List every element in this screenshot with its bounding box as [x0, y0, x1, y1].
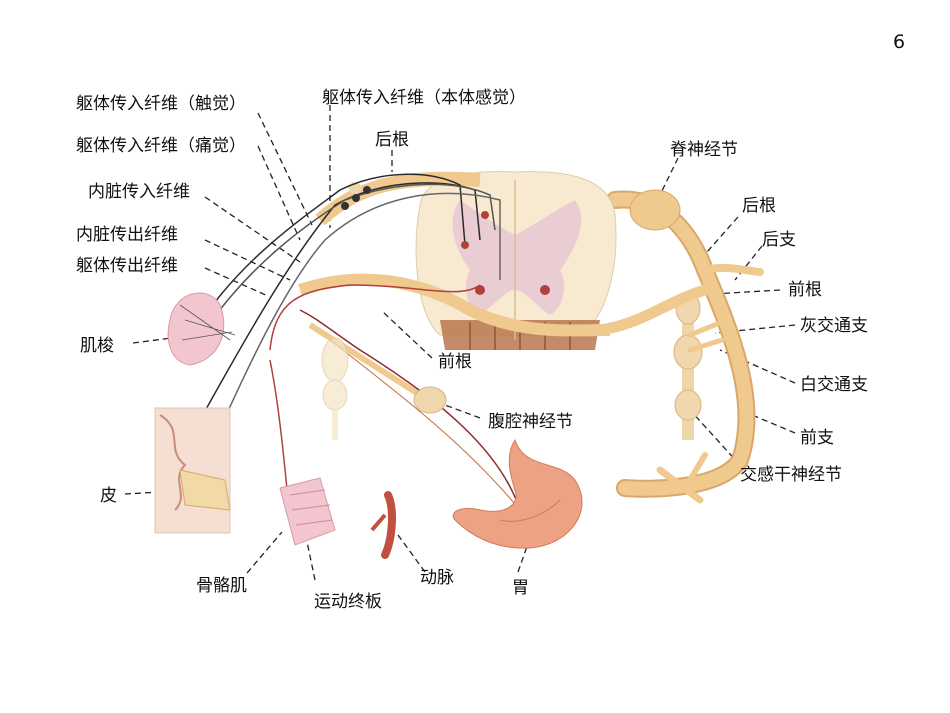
- cord-ganglion-chain: [322, 338, 348, 440]
- celiac-ganglion: [414, 387, 446, 413]
- label-artery: 动脉: [420, 568, 454, 588]
- label-sympathetic-trunk-ganglion: 交感干神经节: [740, 465, 842, 485]
- label-visceral-afferent: 内脏传入纤维: [88, 182, 190, 202]
- label-muscle-spindle: 肌梭: [80, 336, 114, 356]
- leader-spinal-ganglion: [660, 158, 678, 195]
- label-white-communicating: 白交通支: [800, 375, 868, 395]
- label-spinal-ganglion: 脊神经节: [670, 140, 738, 160]
- label-somatic-afferent-touch: 躯体传入纤维（触觉）: [76, 94, 246, 114]
- label-anterior-root-mid: 前根: [438, 352, 472, 372]
- artery: [372, 495, 392, 555]
- leader-skeletal: [247, 532, 282, 573]
- label-skin: 皮: [100, 486, 117, 506]
- label-motor-end-plate: 运动终板: [314, 592, 382, 612]
- leader-visceral-afferent: [205, 197, 300, 262]
- label-stomach: 胃: [512, 578, 529, 598]
- label-skeletal-muscle: 骨骼肌: [196, 576, 247, 596]
- skeletal-muscle: [280, 478, 335, 545]
- label-somatic-afferent-pain: 躯体传入纤维（痛觉）: [76, 136, 246, 156]
- stomach: [453, 440, 582, 548]
- label-anterior-root-right: 前根: [788, 280, 822, 300]
- label-visceral-efferent: 内脏传出纤维: [76, 225, 178, 245]
- leader-somatic-efferent: [205, 268, 268, 296]
- label-posterior-root-right: 后根: [742, 196, 776, 216]
- label-gray-communicating: 灰交通支: [800, 316, 868, 336]
- leader-touch: [258, 113, 312, 225]
- label-posterior-root-top: 后根: [375, 130, 409, 150]
- leader-artery: [398, 535, 425, 572]
- label-anterior-branch: 前支: [800, 428, 834, 448]
- label-posterior-branch: 后支: [762, 230, 796, 250]
- label-celiac-ganglion: 腹腔神经节: [488, 412, 573, 432]
- label-somatic-afferent-proprio: 躯体传入纤维（本体感觉）: [322, 88, 526, 108]
- label-somatic-efferent: 躯体传出纤维: [76, 256, 178, 276]
- leader-anterior-root-mid: [383, 312, 432, 358]
- skin-section: [155, 408, 230, 533]
